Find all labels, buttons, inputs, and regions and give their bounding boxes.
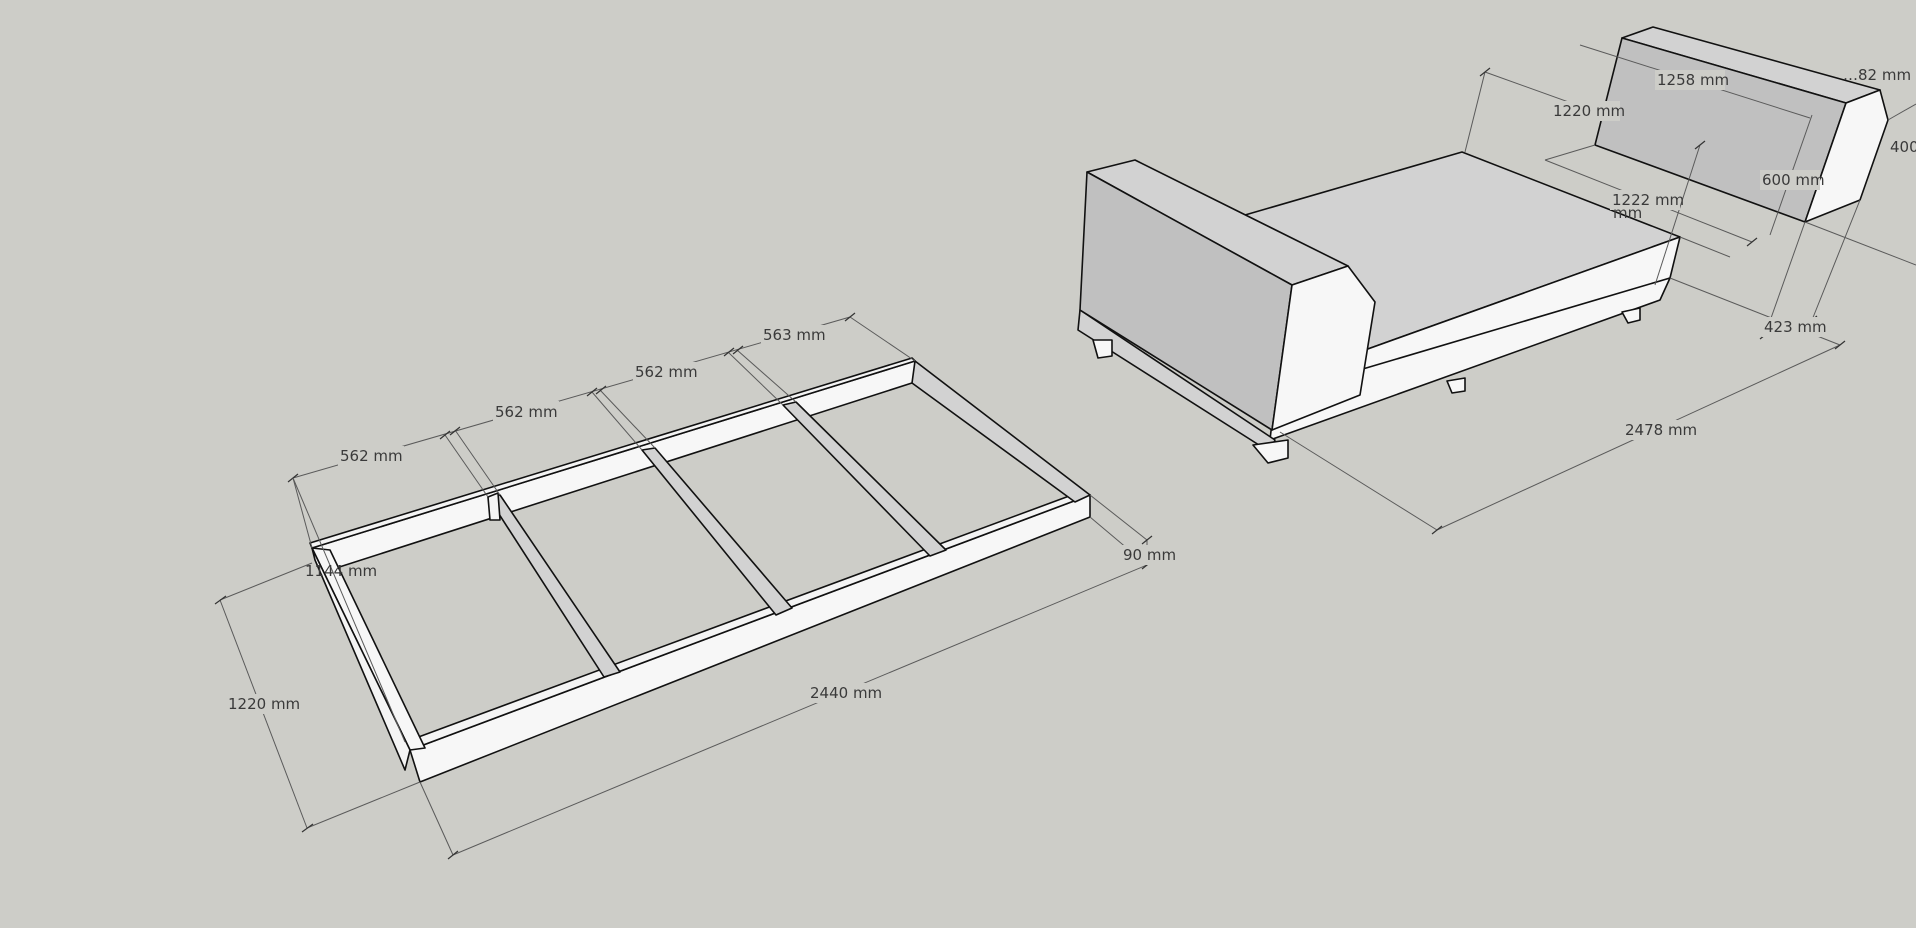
sofa-foot [1621, 307, 1641, 324]
sofa-width-label: 1220 mm [1553, 102, 1625, 120]
backrest-top-length-label: 1258 mm [1657, 71, 1729, 89]
frame-dimensions [214, 312, 1153, 860]
dimension-labels: 562 mm 562 mm 562 mm 563 mm 1144 mm 1220… [226, 66, 1916, 714]
frame-joist-1 [487, 494, 621, 678]
sofa-foot [1092, 339, 1113, 359]
sofa-model[interactable] [1077, 151, 1681, 464]
frame-right-rail [911, 360, 1091, 503]
frame-length-label: 2440 mm [810, 684, 882, 702]
sofa-length-label: 2478 mm [1625, 421, 1697, 439]
sofa-arm-end [1271, 265, 1376, 431]
backrest-depth-label: 400 [1890, 138, 1916, 156]
frame-front-rail-top [404, 491, 1091, 751]
backrest-bottom-partial-label: mm [1613, 204, 1642, 222]
backrest-height-label: 600 mm [1762, 171, 1825, 189]
bed-frame[interactable] [309, 357, 1091, 783]
frame-spacing-1-label: 562 mm [340, 447, 403, 465]
frame-left-rail-side [311, 547, 411, 771]
frame-spacing-4-label: 563 mm [763, 326, 826, 344]
sofa-foot [1446, 377, 1466, 394]
frame-spacing-2-label: 562 mm [495, 403, 558, 421]
frame-height-label: 90 mm [1123, 546, 1176, 564]
backrest-top-partial-label: …82 mm [1843, 66, 1911, 84]
frame-joist-1-top [487, 492, 501, 521]
frame-joist-3 [782, 401, 947, 557]
backrest-end [1804, 89, 1889, 223]
backrest-leg-height-label: 423 mm [1764, 318, 1827, 336]
frame-joist-2 [641, 447, 793, 616]
frame-inner-width-label: 1144 mm [305, 562, 377, 580]
frame-outer-width-label: 1220 mm [228, 695, 300, 713]
backrest-bottom-length-label: 1222 mm [1612, 191, 1684, 209]
frame-front-rail [409, 494, 1091, 783]
sofa-foot [1252, 439, 1289, 464]
frame-spacing-3-label: 562 mm [635, 363, 698, 381]
